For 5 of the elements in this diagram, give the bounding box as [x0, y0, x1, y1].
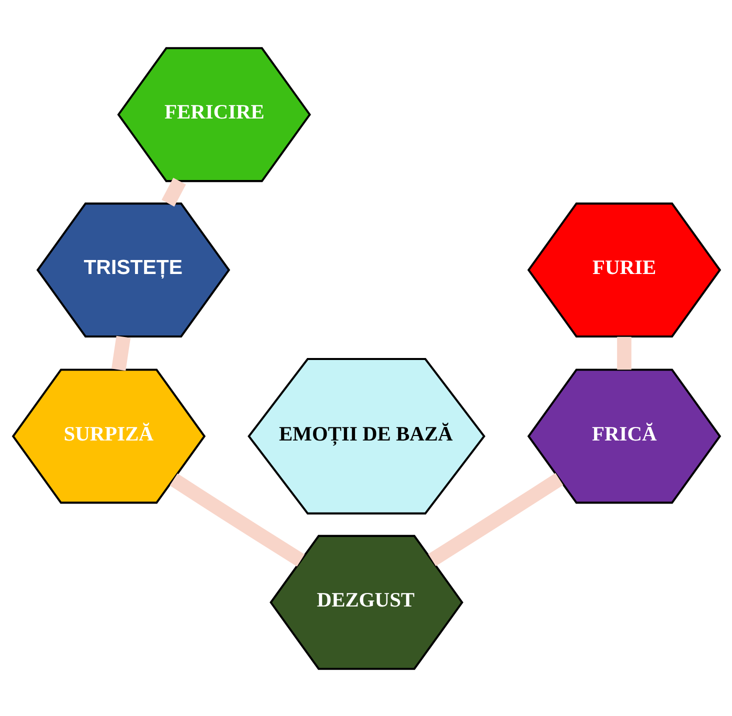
connector [111, 335, 130, 370]
connector [616, 336, 631, 370]
connector [161, 177, 186, 206]
connector [428, 472, 563, 566]
connector [169, 473, 304, 566]
